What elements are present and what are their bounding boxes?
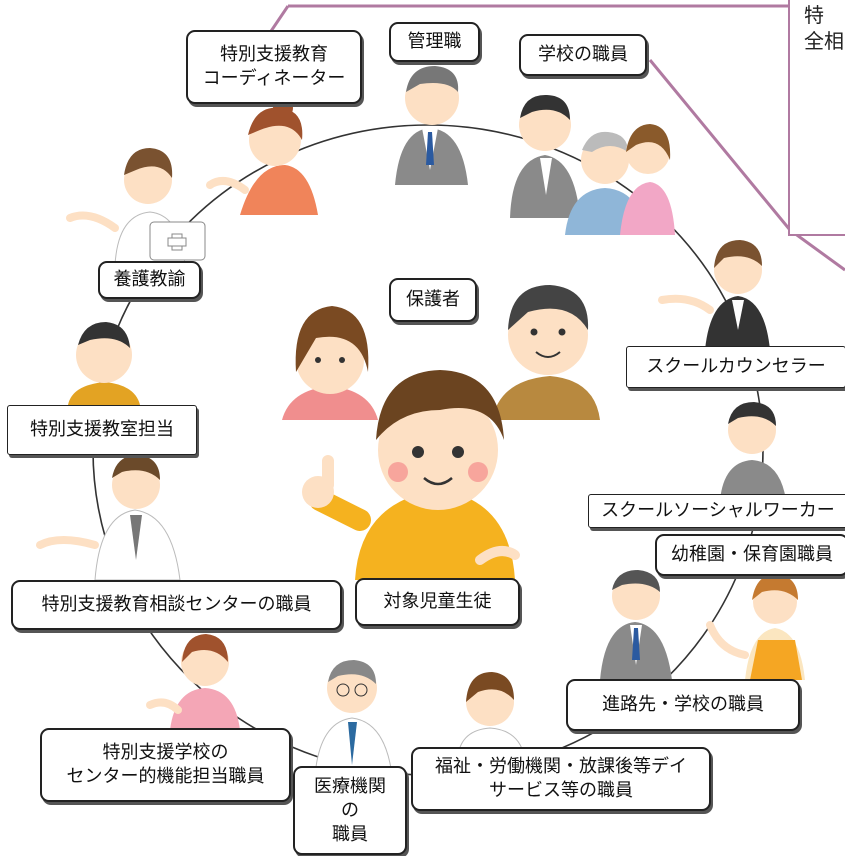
label-social-worker: スクールソーシャルワーカー [588,494,845,528]
next-school-figure [600,570,672,680]
summary-note-box: 特 全相 [788,0,845,236]
father-figure [492,285,600,420]
label-target-student: 対象児童生徒 [355,578,520,626]
label-kindergarten: 幼稚園・保育園職員 [655,534,845,576]
mother-figure [282,306,378,420]
doctor-figure [314,660,393,776]
label-medical: 医療機関 の 職員 [293,766,407,855]
label-consultation-center: 特別支援教育相談センターの職員 [11,580,342,630]
label-counselor: スクールカウンセラー [626,346,845,388]
counselor-figure [658,240,770,350]
child-figure [302,370,520,580]
kindergarten-figure [706,574,805,680]
label-management: 管理職 [389,22,480,62]
label-special-school: 特別支援学校の センター的機能担当職員 [40,728,291,802]
coordinator-figure [206,98,318,215]
special-class-teacher-figure [68,322,140,405]
management-figure [395,66,468,185]
special-school-figure [146,634,240,730]
label-special-class: 特別支援教室担当 [7,405,197,455]
welfare-figure [457,672,525,756]
consultation-center-figure [36,455,181,581]
school-staff-figures [510,94,675,235]
label-coordinator: 特別支援教育 コーディネーター [186,30,362,104]
label-guardian: 保護者 [389,278,477,322]
label-school-staff: 学校の職員 [519,34,647,76]
label-welfare: 福祉・労働機関・放課後等デイ サービス等の職員 [411,747,711,811]
social-worker-figure [720,402,786,500]
school-nurse-figure [66,148,206,266]
label-next-school: 進路先・学校の職員 [566,679,800,731]
label-school-nurse: 養護教諭 [98,261,201,299]
